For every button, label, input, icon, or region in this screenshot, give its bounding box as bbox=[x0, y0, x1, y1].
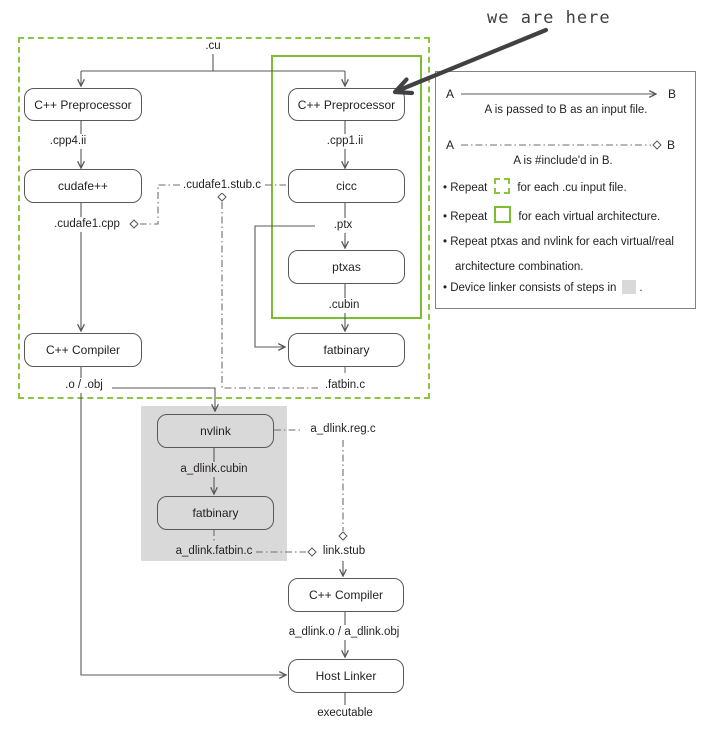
node-host-linker: Host Linker bbox=[288, 659, 404, 693]
legend-passed-b: B bbox=[667, 87, 677, 101]
legend-included-caption: A is #include'd in B. bbox=[513, 155, 613, 167]
file-link-stub: link.stub bbox=[319, 544, 369, 559]
inc-fatbinc-stub bbox=[221, 202, 318, 389]
file-a-dlink-fatbin-c: a_dlink.fatbin.c bbox=[172, 544, 256, 559]
file-a-dlink-cubin: a_dlink.cubin bbox=[177, 462, 251, 477]
gray-square-icon bbox=[622, 280, 637, 294]
bullet-text-pre: Repeat bbox=[450, 182, 488, 194]
edge-ptx-fatbinary bbox=[254, 225, 315, 347]
legend-included-a: A bbox=[445, 138, 455, 152]
bullet-text-pre: Repeat bbox=[450, 211, 488, 223]
bullet-text-pre: Device linker consists of steps in bbox=[450, 282, 617, 294]
legend-bullet-ptxas-nvlink: Repeat ptxas and nvlink for each virtual… bbox=[443, 230, 708, 280]
legend-bullet-varch-repeat: Repeat for each virtual architecture. bbox=[443, 205, 660, 230]
node-cpp-compiler-host: C++ Compiler bbox=[24, 333, 142, 367]
node-cicc: cicc bbox=[288, 169, 405, 203]
file-o-obj: .o / .obj bbox=[62, 378, 106, 393]
node-cpp-compiler-dlink: C++ Compiler bbox=[288, 578, 404, 612]
bullet-text-post: for each .cu input file. bbox=[517, 182, 627, 194]
file-cudafe1-stub: .cudafe1.stub.c bbox=[180, 178, 264, 193]
file-cudafe1-cpp: .cudafe1.cpp bbox=[51, 217, 123, 232]
file-cpp4-ii: .cpp4.ii bbox=[46, 134, 90, 149]
solid-green-square-icon bbox=[494, 206, 512, 223]
node-fatbinary-dlink: fatbinary bbox=[157, 496, 274, 530]
node-nvlink: nvlink bbox=[157, 414, 274, 448]
include-diamond bbox=[652, 140, 662, 150]
legend-bullet-device-linker: Device linker consists of steps in. bbox=[443, 276, 643, 301]
node-cudafe: cudafe++ bbox=[24, 169, 142, 203]
edge-obj-hostlinker bbox=[80, 365, 286, 675]
file-ptx: .ptx bbox=[330, 218, 356, 233]
we-are-here-annotation: we are here bbox=[487, 8, 611, 28]
legend-bullet-cu-repeat: Repeat for each .cu input file. bbox=[443, 176, 627, 201]
node-fatbinary-device: fatbinary bbox=[288, 333, 405, 367]
node-ptxas: ptxas bbox=[288, 250, 405, 284]
include-diamond bbox=[129, 219, 139, 229]
legend-passed-a: A bbox=[445, 87, 455, 101]
include-diamond bbox=[338, 531, 348, 541]
bullet-text-post: for each virtual architecture. bbox=[518, 211, 661, 223]
file-a-dlink-reg-c: a_dlink.reg.c bbox=[307, 422, 379, 437]
file-a-dlink-o-obj: a_dlink.o / a_dlink.obj bbox=[285, 625, 403, 640]
node-cpp-preprocessor-host: C++ Preprocessor bbox=[24, 88, 142, 121]
node-cpp-preprocessor-device: C++ Preprocessor bbox=[288, 88, 405, 121]
bullet-text: Repeat ptxas and nvlink for each virtual… bbox=[450, 236, 674, 273]
per-virtual-arch-region bbox=[271, 55, 422, 319]
inc-stub-cudafe1cpp bbox=[140, 184, 180, 225]
per-cu-file-region bbox=[18, 37, 430, 399]
file-fatbin-c: .fatbin.c bbox=[321, 378, 369, 393]
legend-included-b: B bbox=[666, 138, 676, 152]
file-cubin: .cubin bbox=[325, 298, 363, 313]
edge-obj-nvlink bbox=[112, 387, 215, 411]
file-cpp1-ii: .cpp1.ii bbox=[323, 134, 367, 149]
include-diamond bbox=[307, 547, 317, 557]
file-executable: executable bbox=[314, 706, 376, 721]
include-diamond bbox=[217, 192, 227, 202]
dashed-green-square-icon bbox=[494, 178, 511, 194]
legend-passed-caption: A is passed to B as an input file. bbox=[484, 104, 648, 116]
bullet-text-post: . bbox=[639, 282, 643, 294]
file-cu: .cu bbox=[202, 39, 224, 54]
